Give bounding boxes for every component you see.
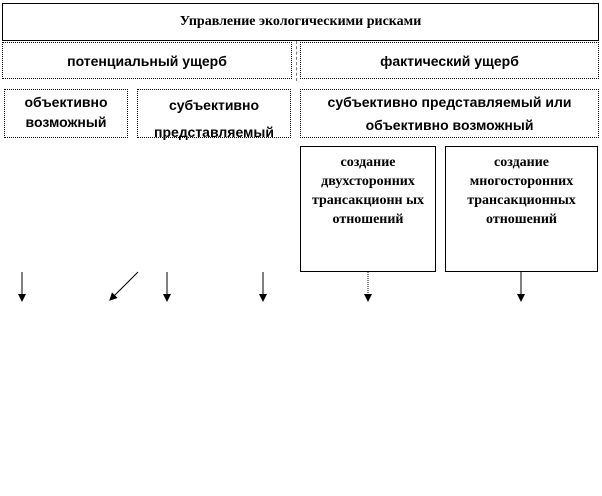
actual-damage-box: фактический ущерб (300, 42, 599, 79)
potential-damage-label: потенциальный ущерб (67, 52, 227, 69)
subjective-represented-box: субъективно представляемый (137, 89, 291, 140)
actual-damage-label: фактический ущерб (380, 52, 519, 69)
actual-subtype-label: субъективно представляемый или объективн… (327, 94, 572, 133)
potential-damage-box: потенциальный ущерб (2, 42, 292, 79)
bilateral-relations-box: создание двухсторонних трансакционн ых о… (300, 146, 436, 272)
category-divider (296, 41, 297, 81)
objective-possible-label: объективно возможный (24, 94, 108, 130)
multilateral-relations-label: создание многосторонних трансакционных о… (467, 155, 576, 227)
arrow-diagonal (109, 271, 139, 301)
bilateral-relations-label: создание двухсторонних трансакционн ых о… (311, 155, 425, 227)
multilateral-relations-box: создание многосторонних трансакционных о… (445, 146, 598, 272)
objective-possible-box: объективно возможный (4, 89, 128, 138)
actual-subtype-box: субъективно представляемый или объективн… (300, 89, 599, 138)
diagram-title: Управление экологическими рисками (179, 14, 422, 29)
subjective-represented-label: субъективно представляемый (154, 97, 274, 140)
diagram-title-box: Управление экологическими рисками (2, 3, 599, 41)
